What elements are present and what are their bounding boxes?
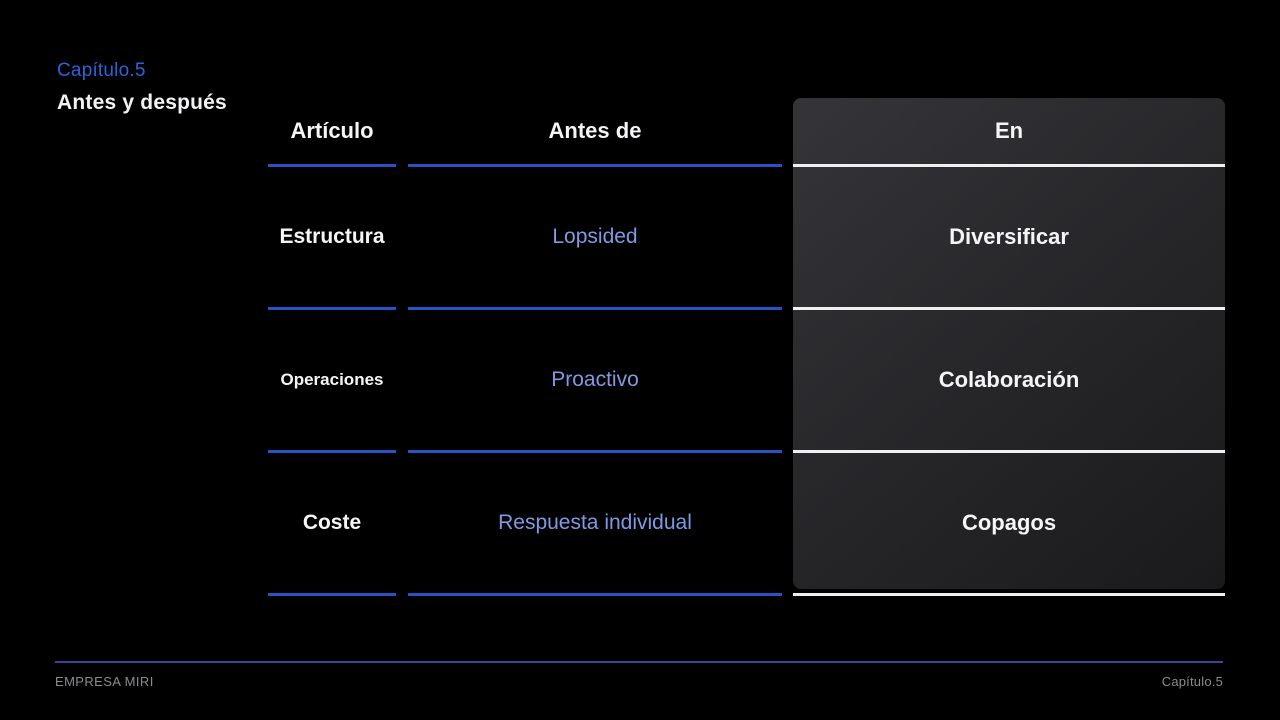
table-cell-antes-row2: Proactivo xyxy=(408,310,782,453)
comparison-table: Artículo Estructura Operaciones Coste An… xyxy=(268,98,1225,603)
column-antes-de: Antes de Lopsided Proactivo Respuesta in… xyxy=(408,98,782,596)
table-cell-en-row2: Colaboración xyxy=(793,310,1225,453)
column-header-antes-de: Antes de xyxy=(408,98,782,167)
page-title: Antes y después xyxy=(57,91,227,114)
footer-divider xyxy=(55,661,1223,663)
table-cell-articulo-row3: Coste xyxy=(268,453,396,596)
chapter-label: Capítulo.5 xyxy=(57,60,146,81)
footer-chapter-label: Capítulo.5 xyxy=(1161,674,1223,689)
column-en-card: En Diversificar Colaboración Copagos xyxy=(793,98,1225,596)
table-cell-en-row3: Copagos xyxy=(793,453,1225,596)
column-header-en: En xyxy=(793,98,1225,167)
column-header-articulo: Artículo xyxy=(268,98,396,167)
footer-company-label: EMPRESA MIRI xyxy=(55,674,154,689)
table-cell-en-row1: Diversificar xyxy=(793,167,1225,310)
table-cell-articulo-row1: Estructura xyxy=(268,167,396,310)
table-cell-articulo-row2: Operaciones xyxy=(268,310,396,453)
card-background xyxy=(793,98,1225,589)
table-cell-antes-row3: Respuesta individual xyxy=(408,453,782,596)
column-articulo: Artículo Estructura Operaciones Coste xyxy=(268,98,396,596)
table-cell-antes-row1: Lopsided xyxy=(408,167,782,310)
